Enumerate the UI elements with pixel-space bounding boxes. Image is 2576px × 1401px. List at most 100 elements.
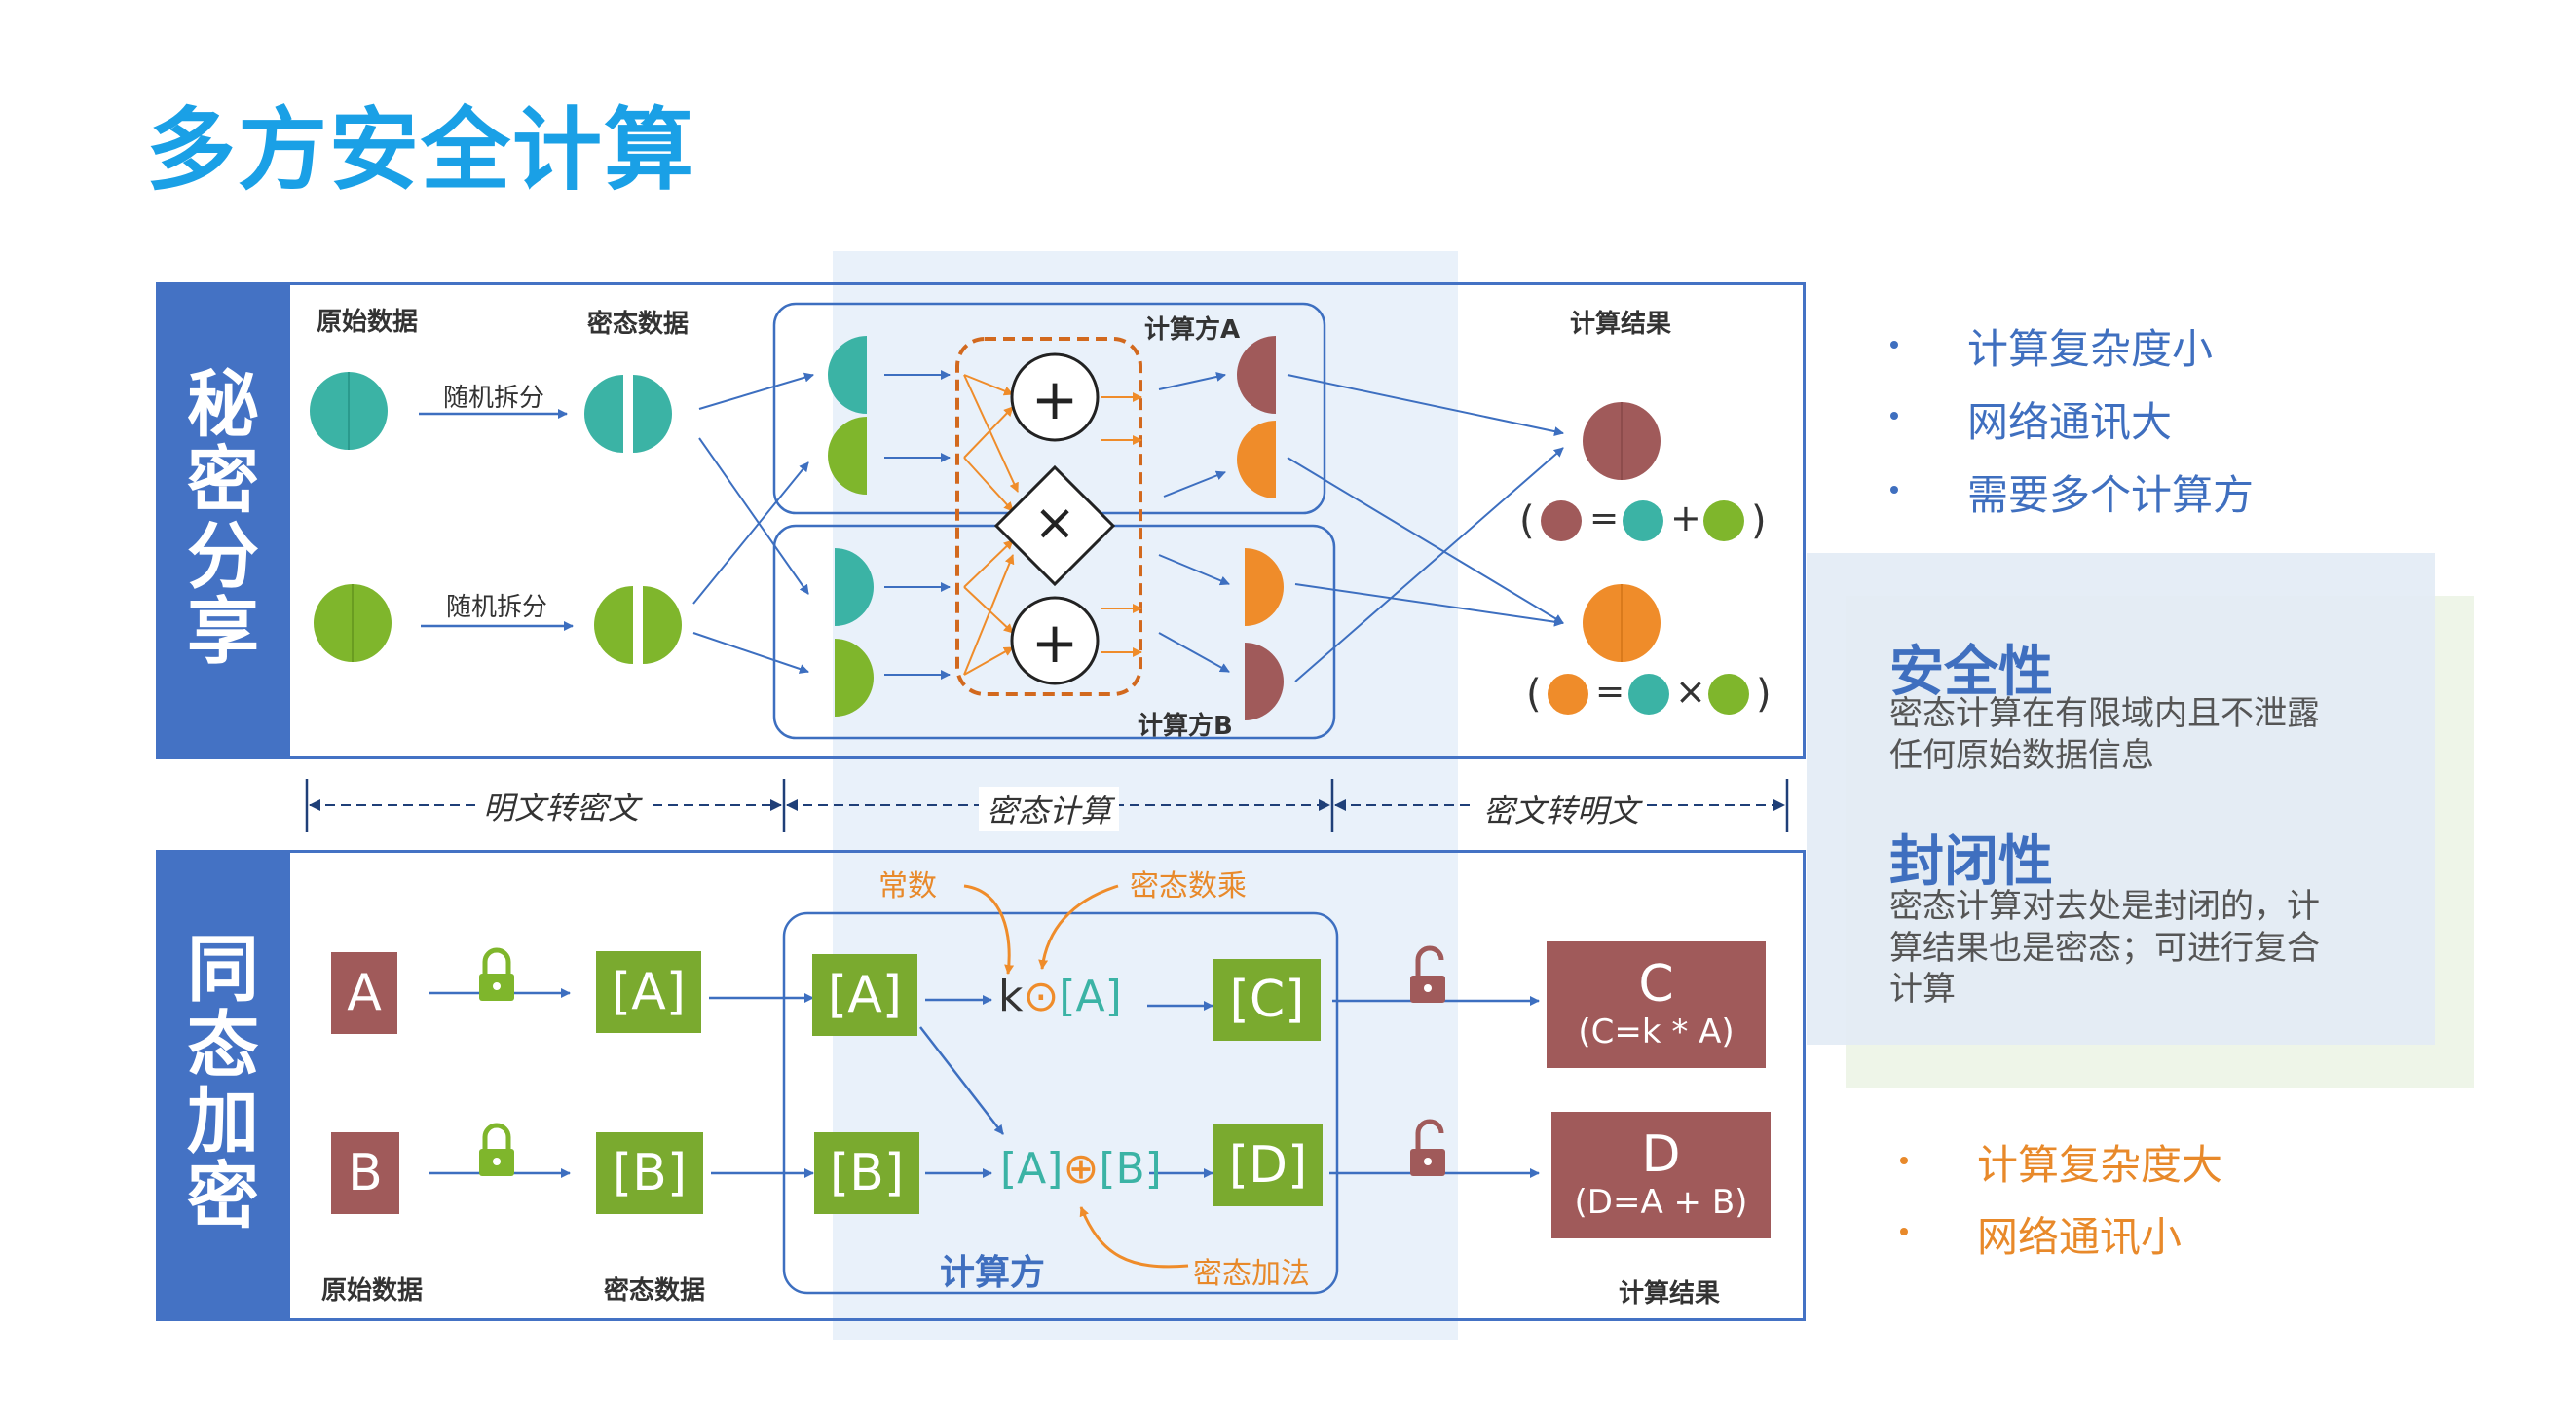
ss-raw-data-label: 原始数据 <box>317 308 419 337</box>
side-char: 分 <box>187 514 259 599</box>
ss-cipher-data-label: 密态数据 <box>587 310 690 339</box>
raw-a-box: A <box>331 952 397 1034</box>
side-char: 同 <box>187 928 259 1013</box>
formula1-teal <box>1623 500 1663 541</box>
side-char: 态 <box>187 1003 259 1088</box>
result-share-a-orange <box>1237 421 1276 498</box>
k-label: k <box>998 972 1024 1021</box>
result-share-a-brown <box>1237 336 1276 414</box>
formula-2-eq: = <box>1595 672 1625 712</box>
operator-dashed-box <box>955 337 1142 696</box>
constant-label: 常数 <box>878 869 937 903</box>
he-cipher-data-label: 密态数据 <box>604 1276 706 1306</box>
out-c-box: [C] <box>1213 959 1321 1041</box>
split-label-2: 随机拆分 <box>446 593 548 622</box>
split-label-1: 随机拆分 <box>443 384 545 413</box>
formula-2-op: × <box>1675 670 1706 713</box>
homomorphic-side-label: 同 态 加 密 <box>156 850 290 1318</box>
formula1-green <box>1703 500 1744 541</box>
side-char: 加 <box>187 1079 259 1163</box>
page-title: 多方安全计算 <box>146 98 696 203</box>
split-teal-circle <box>584 375 672 453</box>
plus-bottom-glyph: + <box>1030 609 1079 676</box>
scalar-mul-expression: k⊙[A] <box>998 972 1122 1021</box>
out-d-box: [D] <box>1213 1124 1323 1206</box>
cipher-compute-highlight <box>833 251 1458 1340</box>
formula-2-open: ( <box>1526 672 1542 717</box>
plus-top-glyph: + <box>1030 366 1079 432</box>
formula-1-eq: = <box>1589 498 1620 538</box>
dot-op: ⊙ <box>1023 972 1060 1021</box>
share-b-teal <box>835 548 874 626</box>
ss-result-label: 计算结果 <box>1570 310 1672 339</box>
he-bullet-2: 网络通讯小 <box>1977 1213 2183 1261</box>
closure-title: 封闭性 <box>1889 830 2053 894</box>
add-operand-a: [A] <box>1000 1144 1064 1194</box>
raw-green-circle <box>314 584 392 662</box>
times-operator <box>993 464 1116 587</box>
side-char: 秘 <box>187 363 259 448</box>
result-orange-circle <box>1583 584 1661 662</box>
cipher-add-label: 密态加法 <box>1193 1257 1310 1291</box>
times-glyph: × <box>1033 494 1076 552</box>
raw-b-box: B <box>331 1132 399 1214</box>
side-char: 密 <box>187 1155 259 1239</box>
enc-b-box: [B] <box>596 1132 703 1214</box>
plus-operator-bottom <box>1010 596 1100 685</box>
share-a-teal <box>828 336 867 414</box>
ss-bullet-2: 网络通讯大 <box>1967 398 2173 446</box>
formula-2-close: ) <box>1756 672 1772 717</box>
party-b-label: 计算方B <box>1138 712 1233 741</box>
result-c-main: C <box>1638 955 1674 1014</box>
add-operand-b: [B] <box>1099 1144 1162 1194</box>
lock-open-icon-1 <box>1410 945 1445 1003</box>
formula-1-open: ( <box>1519 498 1535 543</box>
lock-closed-icon-1 <box>479 947 514 1001</box>
party-a-label: 计算方A <box>1144 315 1241 345</box>
lock-open-icon-2 <box>1410 1119 1445 1176</box>
compute-party-box <box>782 911 1339 1295</box>
he-bullet-1: 计算复杂度大 <box>1977 1141 2223 1189</box>
lock-closed-icon-2 <box>479 1123 514 1176</box>
formula-1-close: ) <box>1751 498 1767 543</box>
result-share-b-brown <box>1245 643 1284 720</box>
formula-1-op: + <box>1670 497 1701 539</box>
share-a-green <box>828 417 867 495</box>
share-b-green <box>835 639 874 717</box>
enc-a-box: [A] <box>596 951 701 1033</box>
formula2-green <box>1708 674 1749 715</box>
split-green-circle <box>594 586 682 664</box>
result-d-sub: (D=A + B) <box>1574 1183 1748 1223</box>
compute-party-label: 计算方 <box>940 1253 1046 1293</box>
he-result-label: 计算结果 <box>1619 1279 1721 1309</box>
result-d-box: D (D=A + B) <box>1551 1112 1771 1238</box>
closure-text: 密态计算对去处是封闭的，计算结果也是密态；可进行复合计算 <box>1889 887 2320 1009</box>
security-title: 安全性 <box>1889 641 2053 704</box>
formula1-brown <box>1541 500 1582 541</box>
side-char: 密 <box>187 438 259 523</box>
plus-operator-top <box>1010 352 1100 442</box>
raw-teal-circle <box>310 372 388 450</box>
side-char: 享 <box>187 590 259 675</box>
secret-sharing-side-label: 秘 密 分 享 <box>156 282 290 756</box>
he-raw-data-label: 原始数据 <box>321 1276 424 1306</box>
formula2-orange <box>1548 674 1588 715</box>
result-brown-circle <box>1583 402 1661 480</box>
result-c-box: C (C=k * A) <box>1547 941 1766 1068</box>
result-d-main: D <box>1641 1125 1681 1184</box>
ss-bullet-1: 计算复杂度小 <box>1967 325 2214 373</box>
stage-plain-to-cipher: 明文转密文 <box>475 784 648 829</box>
security-text: 密态计算在有限域内且不泄露任何原始数据信息 <box>1889 694 2320 775</box>
result-c-sub: (C=k * A) <box>1578 1013 1735 1052</box>
plus-op: ⊕ <box>1063 1144 1100 1194</box>
comp-b-box: [B] <box>814 1132 919 1214</box>
cipher-mul-label: 密态数乘 <box>1130 869 1247 903</box>
stage-cipher-compute: 密态计算 <box>979 787 1120 831</box>
stage-cipher-to-plain: 密文转明文 <box>1475 787 1648 831</box>
comp-a-box: [A] <box>812 954 917 1036</box>
property-panel-blue <box>1807 553 2435 1045</box>
add-expression: [A]⊕[B] <box>1000 1144 1162 1194</box>
mul-operand: [A] <box>1059 972 1122 1021</box>
ss-bullet-3: 需要多个计算方 <box>1967 471 2255 519</box>
